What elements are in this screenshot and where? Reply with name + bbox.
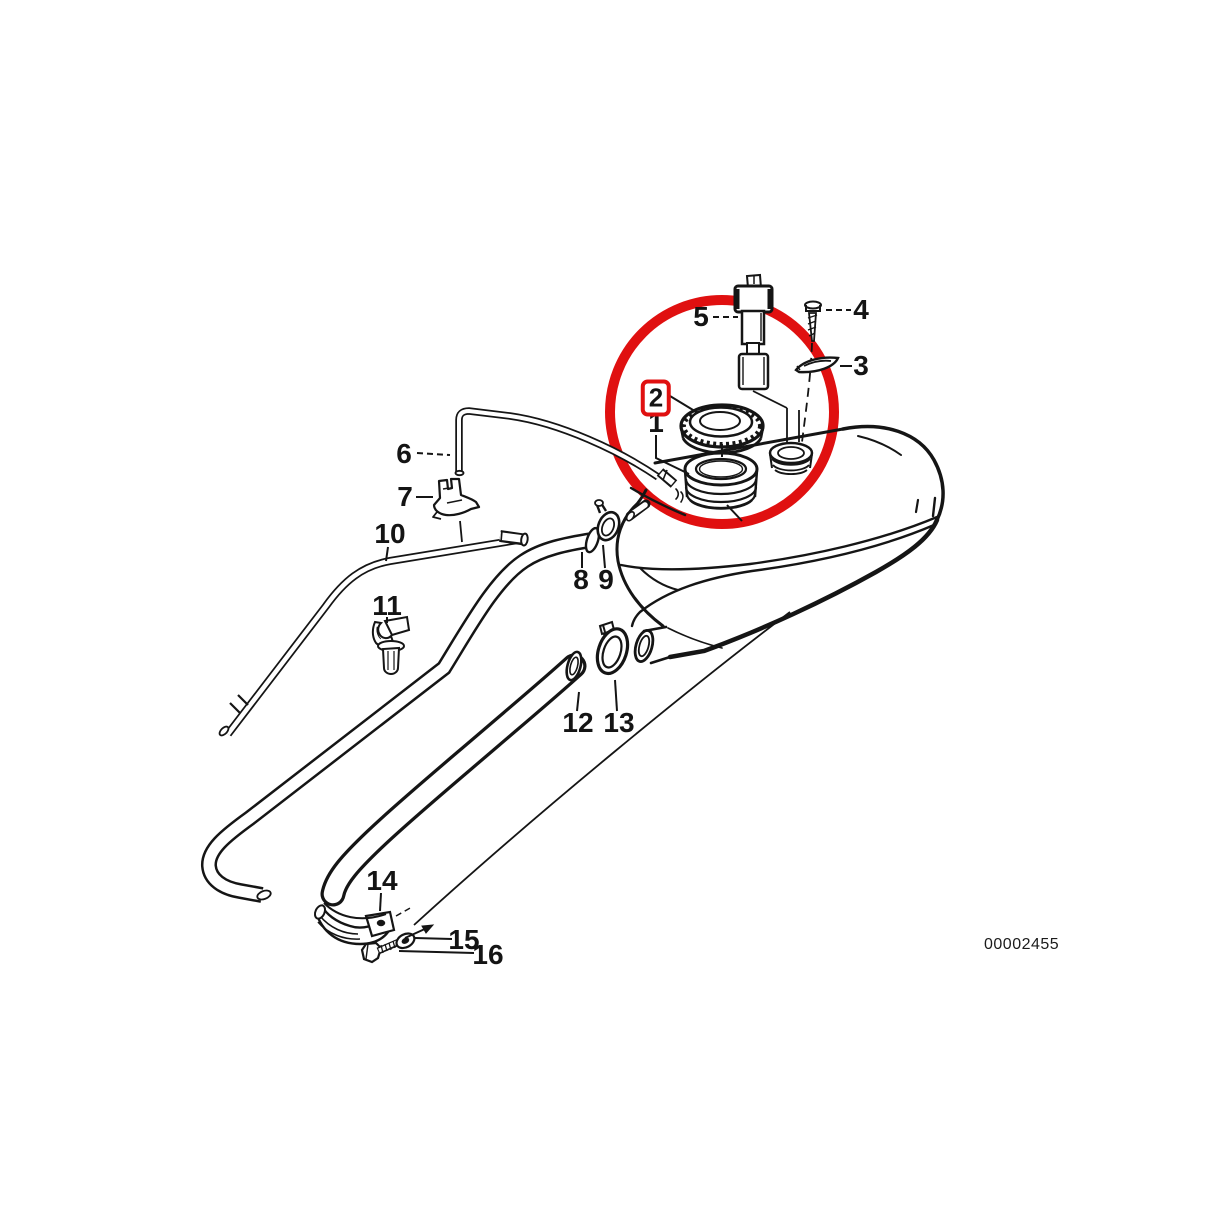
tank-cap-2 [679,403,765,455]
part-callout-5[interactable]: 5 [693,301,709,332]
assembly-reference-line [413,611,791,926]
filler-neck-1 [683,451,759,510]
sensor-boss [768,441,814,475]
mounting-clamp-14 [313,902,413,946]
holder-11 [371,615,411,676]
washer-15 [395,932,416,950]
vent-pipe-6 [454,407,678,488]
assembly-lines [721,444,743,522]
part-callout-4[interactable]: 4 [853,294,869,325]
callout-leader-lines [379,309,852,954]
part-callout-3[interactable]: 3 [853,350,869,381]
part-callout-6[interactable]: 6 [396,438,412,469]
part-callout-2[interactable]: 2 [640,379,672,417]
overflow-pipe-10 [218,530,529,737]
part-callout-7[interactable]: 7 [397,481,413,512]
part-callout-8[interactable]: 8 [573,564,589,595]
part-callout-16[interactable]: 16 [472,939,504,970]
screw-4 [804,300,822,342]
bracket-3 [794,356,840,374]
expansion-tank-outline [615,424,945,665]
screw-4-assembly-line [801,342,813,443]
install-direction-arrow [404,924,435,939]
part-callout-13[interactable]: 13 [603,707,635,738]
part-callout-11[interactable]: 11 [372,590,402,621]
hose-clamp-9 [594,499,621,542]
hose-clamp-13 [595,620,630,676]
expansion-tank [616,426,944,663]
part-callout-14[interactable]: 14 [366,865,398,896]
level-sensor-5 [733,273,774,391]
part-callout-15[interactable]: 15 [448,924,480,955]
part-callout-10[interactable]: 10 [374,518,406,549]
expansion-hose-12 [320,650,587,907]
part-callout-9[interactable]: 9 [598,564,614,595]
bracket-7 [432,477,481,543]
highlight-circle [605,295,839,529]
vent-hose-8 [201,526,601,903]
sensor-assembly-lines [752,390,800,442]
part-callout-12[interactable]: 12 [562,707,594,738]
document-number: 00002455 [984,936,1060,953]
